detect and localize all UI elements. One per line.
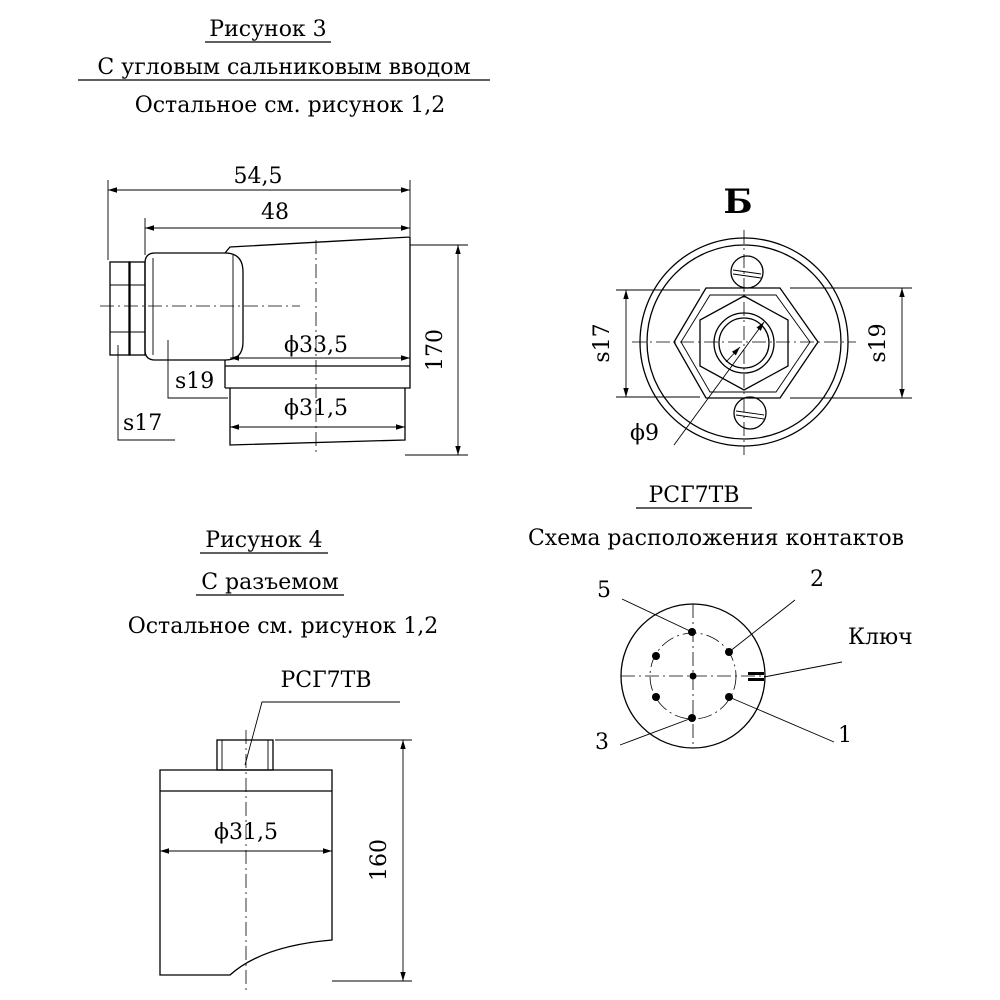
connector-stub	[216, 739, 274, 771]
figure4-header: Рисунок 4 С разъемом Остальное см. рисун…	[128, 528, 439, 693]
label-s17: s17	[123, 411, 162, 436]
dim-figure4-height: 160	[367, 839, 392, 881]
view-b: Б s17 s19 ϕ9	[590, 182, 912, 455]
figure3-subtitle: С угловым сальниковым вводом	[97, 55, 470, 80]
dim-figure4-diameter: ϕ31,5	[214, 820, 278, 845]
pin-label-1: 1	[838, 723, 852, 748]
dim-lower-diameter: ϕ31,5	[284, 396, 348, 421]
dim-bore-view-b: ϕ9	[630, 421, 659, 446]
pin-6	[652, 693, 660, 701]
hex-nut	[699, 295, 789, 391]
pin-label-5: 5	[597, 578, 611, 603]
view-b-label: Б	[723, 182, 752, 222]
figure4-body	[159, 769, 333, 976]
connector-pinout: РСГ7ТВ Схема расположения контактов 5 2 …	[528, 483, 913, 755]
dim-s17-view-b: s17	[590, 323, 615, 362]
figure4-connector-label: РСГ7ТВ	[280, 668, 371, 693]
figure3-note: Остальное см. рисунок 1,2	[135, 93, 446, 118]
figure4-drawing: ϕ31,5 160	[159, 701, 412, 990]
key-label: Ключ	[848, 625, 913, 650]
pin-label-2: 2	[810, 567, 824, 592]
dim-s19-view-b: s19	[866, 323, 891, 362]
pin-label-3: 3	[595, 730, 609, 755]
housing-lower	[229, 388, 406, 446]
screw-bottom	[733, 396, 767, 430]
dim-body-length: 48	[261, 200, 289, 225]
pin-center	[689, 672, 697, 680]
figure3-header: Рисунок 3 С угловым сальниковым вводом О…	[78, 17, 490, 118]
gland-nut-inner	[128, 261, 146, 356]
dim-overall-length: 54,5	[234, 164, 283, 189]
angle-body	[144, 252, 244, 361]
housing-upper	[224, 236, 411, 389]
figure4-subtitle: С разъемом	[201, 570, 339, 595]
pin-4	[652, 652, 660, 660]
key-mark	[748, 672, 764, 675]
figure4-title: Рисунок 4	[205, 528, 322, 553]
figure3-drawing: 54,5 48 ϕ33,5 ϕ31,5 170 s19 s17	[100, 164, 468, 456]
connector-title: РСГ7ТВ	[648, 483, 739, 508]
figure4-note: Остальное см. рисунок 1,2	[128, 614, 439, 639]
hex-flange	[673, 287, 819, 399]
connector-subtitle: Схема расположения контактов	[528, 526, 904, 551]
view-b-outer-circle	[639, 237, 849, 447]
label-s19: s19	[175, 369, 214, 394]
figure3-title: Рисунок 3	[209, 17, 326, 42]
dim-upper-diameter: ϕ33,5	[284, 333, 348, 358]
dim-height: 170	[423, 329, 448, 371]
gland-nut-outer	[109, 261, 131, 356]
